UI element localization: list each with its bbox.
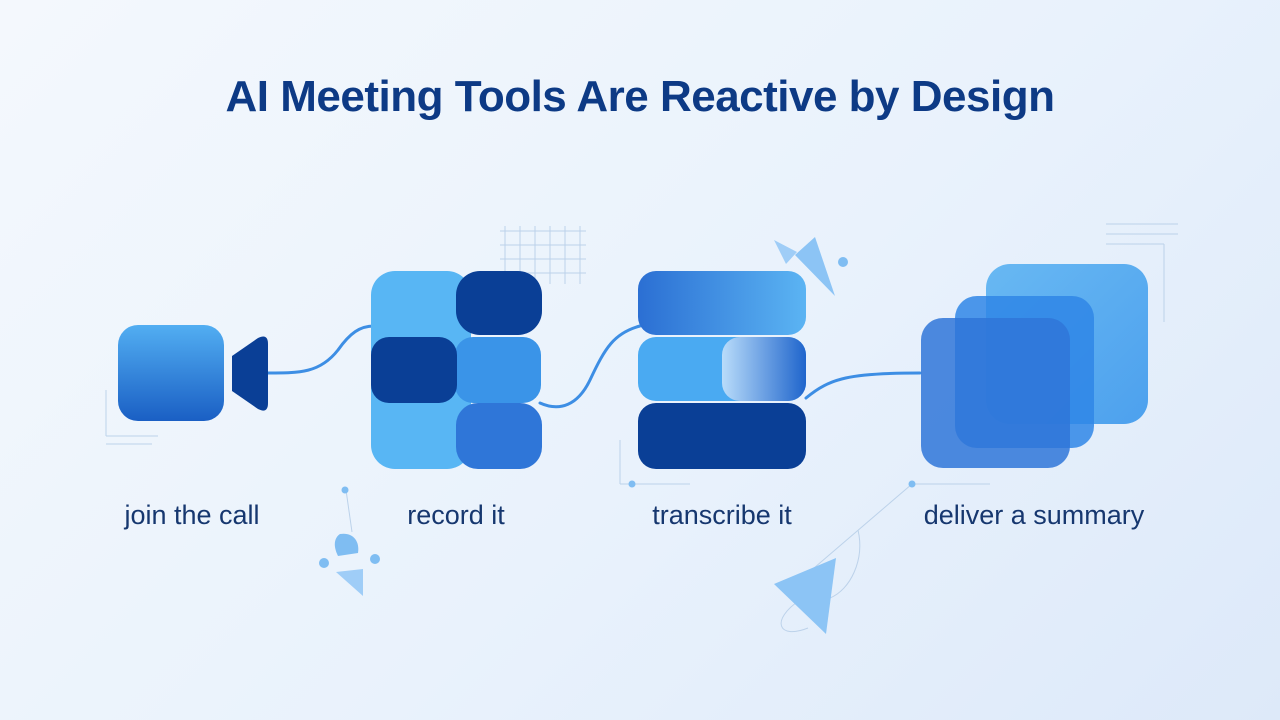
triangle-decoration — [795, 237, 835, 296]
summary-stack-icon — [921, 264, 1148, 468]
connector-record-to-transcribe — [538, 324, 642, 409]
dot-decorations — [319, 257, 916, 568]
background-decorations — [105, 223, 1178, 634]
grid-decoration — [500, 226, 586, 284]
shape-decorations — [334, 237, 836, 634]
step-label-join: join the call — [124, 500, 260, 530]
page-title: AI Meeting Tools Are Reactive by Design — [225, 72, 1055, 121]
triangle-decoration — [774, 240, 797, 264]
video-camera-icon — [118, 325, 268, 421]
transcript-lines-icon — [638, 271, 806, 469]
triangle-decoration — [336, 569, 363, 596]
connector-transcribe-to-summary — [804, 371, 922, 400]
step-label-summary: deliver a summary — [923, 500, 1145, 530]
corner-lines-decoration — [105, 223, 1178, 633]
connectors — [266, 324, 922, 409]
record-blocks-icon — [371, 271, 542, 469]
paper-plane-decoration — [774, 558, 836, 634]
step-label-record: record it — [407, 500, 505, 530]
step-label-transcribe: transcribe it — [652, 500, 792, 530]
connector-join-to-record — [266, 324, 376, 375]
leaf-decoration — [334, 533, 359, 556]
